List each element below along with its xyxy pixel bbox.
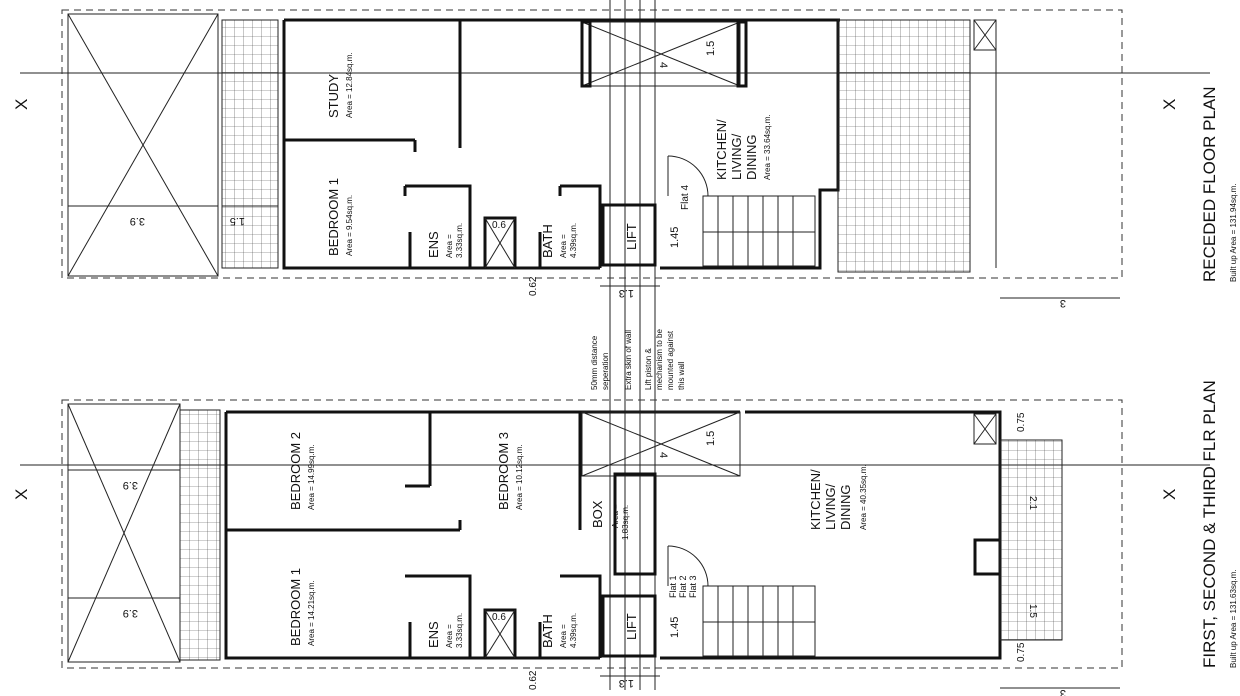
typical-floor-plan xyxy=(61,399,1123,689)
upper-bedroom1-label: BEDROOM 1 xyxy=(326,178,341,256)
note-line-7: this wall xyxy=(677,361,686,390)
upper-bedroom1-area: Area = 9.54sq.m. xyxy=(345,195,354,256)
note-line-1: 50mm distance xyxy=(590,335,599,390)
lower-bath-label: BATH xyxy=(540,614,555,648)
upper-kitchen-l1: KITCHEN/ xyxy=(714,119,729,180)
note-line-5: mechanism to be xyxy=(655,329,664,390)
upper-lift-label: LIFT xyxy=(624,223,639,250)
lower-dim-1-3: 1.3 xyxy=(619,677,634,689)
section-lines xyxy=(20,72,1210,466)
lower-bath-area2: 4.39sq.m. xyxy=(569,613,578,648)
upper-kitchen-l3: DINING xyxy=(744,135,759,181)
note-line-6: mounted against xyxy=(666,330,675,390)
receded-floor-plan xyxy=(61,9,1123,299)
lower-dim-0-75-b: 0.75 xyxy=(1016,642,1027,662)
bedroom2-label: BEDROOM 2 xyxy=(288,432,303,510)
lower-dim-4: 4 xyxy=(657,452,669,458)
upper-dim-1-45: 1.45 xyxy=(669,227,681,248)
study-area: Area = 12.84sq.m. xyxy=(345,52,354,118)
upper-dim-1-5: 1.5 xyxy=(230,215,245,227)
upper-kitchen-l2: LIVING/ xyxy=(729,133,744,180)
lower-lift-label: LIFT xyxy=(624,613,639,640)
lower-builtup: Built up Area = 131.63sq.m. xyxy=(1229,569,1238,668)
section-mark-upper-left: X xyxy=(12,99,31,110)
box-area1: Area = xyxy=(611,504,620,528)
note-line-2: seperation xyxy=(601,353,610,390)
note-line-4: Lift piston & xyxy=(644,348,653,390)
lower-dim-1-5: 1.5 xyxy=(705,431,717,446)
lower-bath-area1: Area = xyxy=(559,624,568,648)
lower-bedroom1-label: BEDROOM 1 xyxy=(288,568,303,646)
lower-kitchen-area: Area = 40.35sq.m. xyxy=(859,464,868,530)
lower-ens-area1: Area = xyxy=(445,624,454,648)
lower-kitchen-l2: LIVING/ xyxy=(823,483,838,530)
upper-plan-title: RECEDED FLOOR PLAN xyxy=(1200,86,1219,282)
upper-kitchen-area: Area = 33.64sq.m. xyxy=(763,114,772,180)
lower-dim-2-1: 2.1 xyxy=(1027,496,1038,510)
lower-kitchen-l3: DINING xyxy=(838,485,853,531)
upper-ens-area2: 3.33sq.m. xyxy=(455,223,464,258)
flat-2-label: Flat 2 xyxy=(678,575,688,598)
lower-plan-title: FIRST, SECOND & THIRD FLR PLAN xyxy=(1200,380,1219,668)
upper-ens-label: ENS xyxy=(426,231,441,258)
bedroom2-area: Area = 14.99sq.m. xyxy=(307,444,316,510)
upper-dim-4: 4 xyxy=(657,62,669,68)
upper-dim-1-5-lift: 1.5 xyxy=(705,41,717,56)
upper-dim-0-6: 0.6 xyxy=(492,220,506,231)
note-line-3: Extra skin of wall xyxy=(624,330,633,390)
lower-dim-3-9-a: 3.9 xyxy=(123,479,138,491)
lower-dim-3-9-b: 3.9 xyxy=(123,607,138,619)
upper-ens-area1: Area = xyxy=(445,234,454,258)
upper-bath-label: BATH xyxy=(540,224,555,258)
upper-dim-3-9: 3.9 xyxy=(130,215,145,227)
lower-dim-3: 3 xyxy=(1060,687,1066,696)
lower-dim-0-6: 0.6 xyxy=(492,612,506,623)
box-label: BOX xyxy=(590,500,605,528)
lower-dim-1-5-terrace: 1.5 xyxy=(1027,604,1038,618)
box-area2: 1.83sq.m. xyxy=(621,505,630,540)
upper-flat-label: Flat 4 xyxy=(680,185,691,210)
upper-dim-1-3: 1.3 xyxy=(619,287,634,299)
lower-bedroom1-area: Area = 14.21sq.m. xyxy=(307,580,316,646)
bedroom3-label: BEDROOM 3 xyxy=(496,432,511,510)
upper-bath-area1: Area = xyxy=(559,234,568,258)
lower-dim-0-62: 0.62 xyxy=(528,670,539,690)
upper-dim-0-62: 0.62 xyxy=(528,276,539,296)
lower-dim-0-75-a: 0.75 xyxy=(1016,412,1027,432)
lower-dim-1-45: 1.45 xyxy=(669,617,681,638)
section-mark-lower-right: X xyxy=(1160,489,1179,500)
flat-1-label: Flat 1 xyxy=(668,575,678,598)
upper-builtup: Built up Area = 131.94sq.m. xyxy=(1229,183,1238,282)
study-label: STUDY xyxy=(326,74,341,118)
section-mark-upper-right: X xyxy=(1160,99,1179,110)
section-mark-lower-left: X xyxy=(12,489,31,500)
lower-ens-area2: 3.33sq.m. xyxy=(455,613,464,648)
bedroom3-area: Area = 10.12sq.m. xyxy=(515,444,524,510)
upper-bath-area2: 4.39sq.m. xyxy=(569,223,578,258)
lower-ens-label: ENS xyxy=(426,621,441,648)
lower-kitchen-l1: KITCHEN/ xyxy=(808,469,823,530)
upper-dim-3: 3 xyxy=(1060,297,1066,309)
flat-3-label: Flat 3 xyxy=(688,575,698,598)
